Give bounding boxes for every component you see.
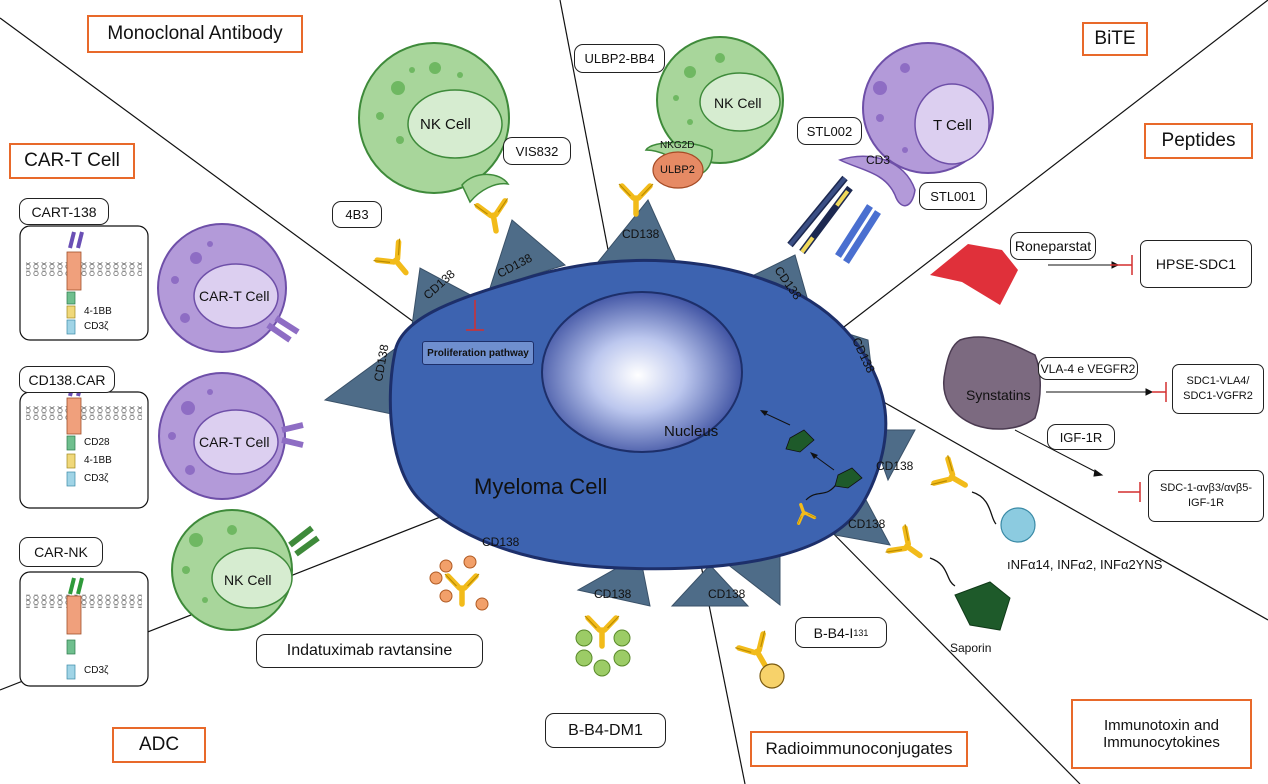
immunocytokine-antibody — [931, 455, 974, 499]
agent-4b3: 4B3 — [332, 201, 382, 228]
cd3-label: CD3 — [866, 153, 891, 167]
cd138-label: CD138 — [482, 535, 520, 549]
t-cell — [838, 42, 994, 207]
nk-cell-top-center — [644, 36, 784, 189]
car-domain-label: 4-1BB — [84, 455, 112, 466]
saporin-shape — [954, 581, 1011, 631]
category-car-t-cell: CAR-T Cell — [9, 143, 135, 179]
car-construct-name: CART-138 — [19, 198, 109, 225]
car-domain-label: CD3ζ — [84, 473, 109, 484]
immunotoxin-linker — [929, 557, 956, 587]
agent-ulbp2-bb4: ULBP2-BB4 — [574, 44, 665, 73]
bite-molecules — [787, 175, 881, 264]
immunotoxin-antibody — [886, 524, 930, 569]
car-domain-label: 4-1BB — [84, 306, 112, 317]
proliferation-inhibit-mark — [466, 300, 484, 331]
cd138-label: CD138 — [876, 459, 914, 473]
4b3-antibody — [374, 239, 419, 284]
agent-bb4-dm1: B-B4-DM1 — [545, 713, 666, 748]
car-construct-name: CAR-NK — [19, 537, 103, 567]
cd138-label: CD138 — [371, 343, 391, 383]
saporin-label: Saporin — [950, 641, 992, 655]
category-monoclonal-antibody: Monoclonal Antibody — [87, 15, 303, 53]
t-cell-label: T Cell — [933, 117, 972, 134]
proliferation-pathway-box: Proliferation pathway — [422, 341, 534, 365]
agent-igf1r: IGF-1R — [1047, 424, 1115, 450]
internalized-adc — [760, 410, 863, 527]
cd138-label: CD138 — [594, 587, 632, 601]
target-sdc1-vla4-line2: SDC1-VGFR2 — [1183, 390, 1253, 402]
agent-roneparstat: Roneparstat — [1010, 232, 1096, 260]
category-adc: ADC — [112, 727, 206, 763]
car-nk-cell-label: NK Cell — [224, 572, 272, 588]
cd138-label: CD138 — [708, 587, 746, 601]
nucleus-shape — [541, 291, 743, 453]
synstatins-arrow — [1046, 388, 1154, 396]
ulbp2-label: ULBP2 — [660, 164, 695, 176]
synstatins-inhibit — [1152, 382, 1167, 402]
car-t-cell-label: CAR-T Cell — [199, 288, 270, 304]
cd138-label: CD138 — [848, 517, 886, 531]
category-peptides: Peptides — [1144, 123, 1253, 159]
nk-cell-label: NK Cell — [420, 116, 471, 133]
radio-isotope — [759, 663, 785, 689]
car-domain-label: CD28 — [84, 437, 110, 448]
car-t-cell-label: CAR-T Cell — [199, 434, 270, 450]
vis832-antibody — [474, 198, 513, 233]
car-domain-label: CD3ζ — [84, 665, 109, 676]
agent-indatuximab: Indatuximab ravtansine — [256, 634, 483, 668]
car-nk-cell — [171, 509, 320, 631]
category-radioimmunoconjugates: Radioimmunoconjugates — [750, 731, 968, 767]
nk-cell-top-left — [358, 42, 510, 204]
agent-bb4-i131-sup: 131 — [853, 627, 869, 638]
dm1-payload — [575, 629, 631, 677]
agent-vis832: VIS832 — [503, 137, 571, 165]
target-sdc1-vla4: SDC1-VLA4/ SDC1-VGFR2 — [1172, 364, 1264, 414]
nkg2d-label: NKG2D — [660, 140, 695, 151]
nucleus-label: Nucleus — [664, 423, 719, 440]
nk-cell-label: NK Cell — [714, 95, 762, 111]
cd138-label: CD138 — [622, 227, 660, 241]
immunocytokine-ball — [1000, 507, 1036, 543]
target-hpse-sdc1: HPSE-SDC1 — [1140, 240, 1252, 288]
roneparstat-arrow — [1048, 261, 1120, 269]
agent-stl001: STL001 — [919, 182, 987, 210]
car-construct-name: CD138.CAR — [19, 366, 115, 393]
category-immunotoxin: Immunotoxin and Immunocytokines — [1071, 699, 1252, 769]
roneparstat-shape — [930, 244, 1018, 305]
category-immunotoxin-label: Immunotoxin and Immunocytokines — [1103, 717, 1220, 751]
myeloma-cell-label: Myeloma Cell — [474, 474, 608, 499]
car-t-cell-1 — [157, 223, 300, 353]
igf1r-arrow — [1014, 429, 1104, 477]
igf1r-inhibit — [1118, 482, 1141, 502]
indatuximab-payload — [429, 555, 489, 611]
synstatins-shape — [943, 336, 1041, 430]
immunocytokine-linker — [971, 491, 997, 525]
target-sdc1-avb-line1: SDC-1-αvβ3/αvβ5- — [1160, 482, 1252, 494]
target-sdc1-avb: SDC-1-αvβ3/αvβ5- IGF-1R — [1148, 470, 1264, 522]
target-sdc1-vla4-line1: SDC1-VLA4/ — [1186, 375, 1250, 387]
car-construct-1-graphic — [19, 225, 149, 341]
agent-bb4-i131-base: B-B4-I — [813, 624, 854, 641]
car-construct-3-graphic — [19, 571, 149, 687]
agent-stl002: STL002 — [797, 117, 862, 145]
car-domain-label: CD3ζ — [84, 321, 109, 332]
synstatins-label: Synstatins — [966, 387, 1031, 403]
infa-label: ıNFα14, INFα2, INFα2YNS — [1007, 557, 1163, 572]
category-bite: BiTE — [1082, 22, 1148, 56]
roneparstat-inhibit — [1110, 255, 1133, 275]
agent-vla4-vegfr2: VLA-4 e VEGFR2 — [1038, 357, 1138, 380]
target-sdc1-avb-line2: IGF-1R — [1187, 497, 1225, 509]
car-t-cell-2 — [158, 372, 304, 500]
